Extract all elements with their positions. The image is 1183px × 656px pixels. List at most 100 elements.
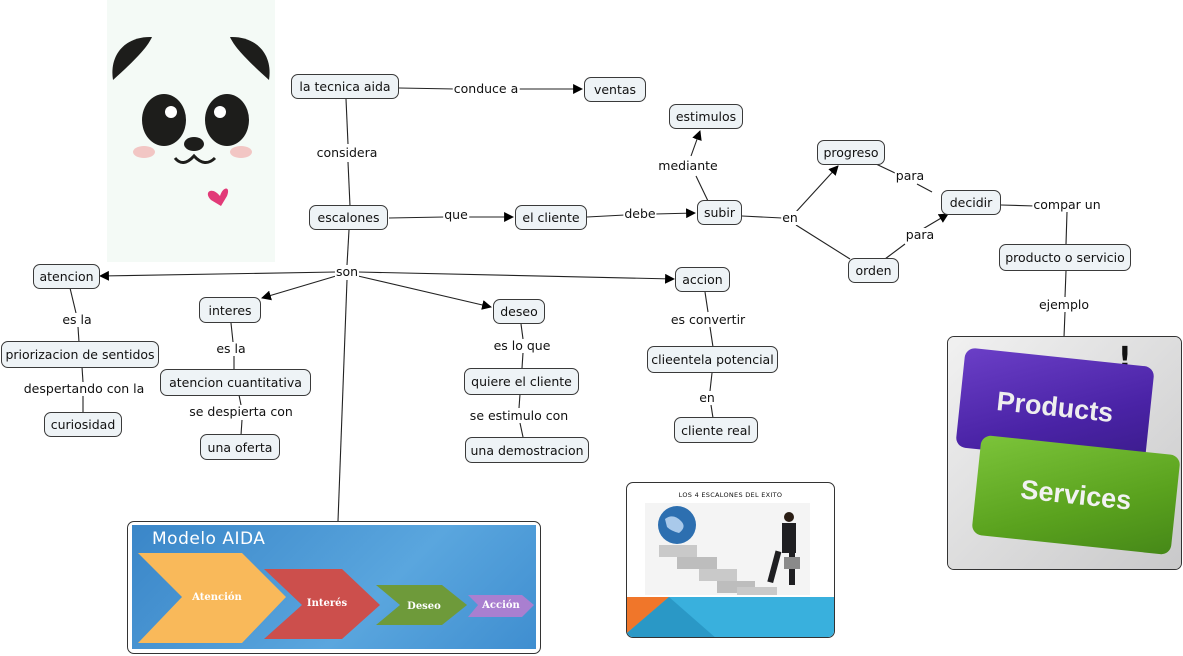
edge-sedespierta-oferta xyxy=(240,419,243,436)
node-una-demostracion[interactable]: una demostracion xyxy=(465,437,589,463)
link-son: son xyxy=(334,264,360,279)
link-se-despierta-con: se despierta con xyxy=(188,404,294,419)
edge-son-interes xyxy=(261,275,337,301)
link-despertando-con-la: despertando con la xyxy=(22,381,146,396)
node-label: una oferta xyxy=(207,439,273,455)
edge-debe-subir xyxy=(654,208,696,219)
aida-step-atencion: Atención xyxy=(192,591,242,603)
edge-son-deseo xyxy=(357,275,492,310)
node-label: decidir xyxy=(949,195,993,210)
node-label: una demostracion xyxy=(470,442,584,458)
chevron-atencion xyxy=(138,553,286,643)
node-atencion-cuantitativa[interactable]: atencion cuantitativa xyxy=(160,369,311,396)
edge-esla-priorizacion xyxy=(77,326,80,343)
edge-en-clientereal xyxy=(710,404,714,419)
node-deseo[interactable]: deseo xyxy=(493,299,545,324)
link-ejemplo: ejemplo xyxy=(1037,297,1091,312)
node-estimulos[interactable]: estimulos xyxy=(669,104,743,129)
modelo-aida-image: Modelo AIDA Atención Interés Deseo Acció… xyxy=(127,521,541,654)
stairs-illustration xyxy=(627,503,834,637)
edge-compar-producto xyxy=(1065,211,1068,245)
node-quiere-el-cliente[interactable]: quiere el cliente xyxy=(464,368,579,395)
link-para-orden: para xyxy=(904,227,936,242)
aida-step-deseo: Deseo xyxy=(407,600,441,612)
node-label: subir xyxy=(704,205,735,220)
aida-title: Modelo AIDA xyxy=(152,529,266,549)
node-una-oferta[interactable]: una oferta xyxy=(200,434,280,460)
node-subir[interactable]: subir xyxy=(697,200,742,225)
node-la-tecnica-aida[interactable]: la tecnica aida xyxy=(291,74,399,99)
products-services-image: ! Products Services xyxy=(947,336,1182,570)
node-label: accion xyxy=(682,272,723,287)
node-el-cliente[interactable]: el cliente xyxy=(515,205,587,230)
node-ventas[interactable]: ventas xyxy=(584,77,646,102)
edge-escalones-que xyxy=(388,216,445,219)
edge-tecnica-conduce xyxy=(398,87,456,90)
node-label: estimulos xyxy=(675,109,737,124)
node-label: curiosidad xyxy=(50,417,116,432)
aida-background: Modelo AIDA Atención Interés Deseo Acció… xyxy=(132,525,536,649)
edge-accion-esconvertir xyxy=(704,291,709,313)
edge-deseo-esloque xyxy=(520,323,524,340)
node-atencion[interactable]: atencion xyxy=(33,264,100,289)
chevron-deseo xyxy=(376,585,467,625)
edge-para2-decidir xyxy=(920,213,949,231)
node-cliente-real[interactable]: cliente real xyxy=(674,417,758,443)
node-label: orden xyxy=(855,263,892,278)
node-label: atencion cuantitativa xyxy=(169,375,302,390)
edge-orden-para xyxy=(884,243,906,260)
edge-producto-ejemplo xyxy=(1064,270,1067,298)
node-priorizacion-de-sentidos[interactable]: priorizacion de sentidos xyxy=(1,341,159,368)
node-escalones[interactable]: escalones xyxy=(309,205,388,230)
node-decidir[interactable]: decidir xyxy=(941,190,1001,215)
link-es-la-atencion: es la xyxy=(61,312,93,327)
node-accion[interactable]: accion xyxy=(675,267,730,292)
node-clieentela-potencial[interactable]: clieentela potencial xyxy=(647,346,778,373)
node-progreso[interactable]: progreso xyxy=(817,140,885,165)
edge-en-orden xyxy=(795,224,851,260)
node-label: la tecnica aida xyxy=(299,79,391,94)
edge-atcuant-sedespierta xyxy=(238,394,242,406)
edge-seestimulo-demostracion xyxy=(519,422,524,438)
link-se-estimulo-con: se estimulo con xyxy=(468,408,570,423)
link-debe: debe xyxy=(623,206,657,221)
node-producto-o-servicio[interactable]: producto o servicio xyxy=(999,244,1131,271)
link-en-clientela: en xyxy=(698,390,716,405)
businessman-icon xyxy=(784,512,794,522)
escalones-title: LOS 4 ESCALONES DEL EXITO xyxy=(678,491,783,499)
services-key: Services xyxy=(971,434,1181,556)
edge-son-atencion xyxy=(99,270,337,281)
node-label: priorizacion de sentidos xyxy=(5,347,155,362)
node-interes[interactable]: interes xyxy=(199,297,261,323)
node-label: atencion xyxy=(39,269,94,284)
link-que: que xyxy=(443,207,469,222)
node-label: clieentela potencial xyxy=(651,352,774,367)
link-mediante: mediante xyxy=(657,158,719,173)
link-en: en xyxy=(781,210,799,225)
chevron-interes xyxy=(264,569,380,639)
link-considera: considera xyxy=(315,145,379,160)
node-label: el cliente xyxy=(522,210,580,225)
edge-quiere-seestimulo xyxy=(518,393,521,409)
edge-cliente-debe xyxy=(586,214,626,218)
node-curiosidad[interactable]: curiosidad xyxy=(44,412,122,437)
edge-subir-mediante xyxy=(695,175,709,202)
edge-esconvertir-clieentela xyxy=(709,326,714,348)
edge-escalones-son xyxy=(346,229,350,266)
link-es-la-interes: es la xyxy=(215,341,247,356)
node-label: quiere el cliente xyxy=(471,374,572,389)
edge-progreso-para xyxy=(875,163,896,174)
edge-subir-en xyxy=(741,215,783,219)
node-label: progreso xyxy=(823,145,879,160)
edge-prior-despertando xyxy=(81,366,84,383)
edge-ejemplo-image xyxy=(1063,311,1066,338)
aida-chevrons xyxy=(138,553,534,643)
node-orden[interactable]: orden xyxy=(848,258,899,283)
edge-son-aida-image xyxy=(337,279,348,522)
panda-image xyxy=(107,0,275,262)
edge-mediante-estimulos xyxy=(690,130,702,157)
edge-atencion-esla xyxy=(69,287,77,314)
link-para-progreso: para xyxy=(894,168,926,183)
edge-esloque-quiere xyxy=(521,352,524,369)
node-label: deseo xyxy=(500,304,538,319)
